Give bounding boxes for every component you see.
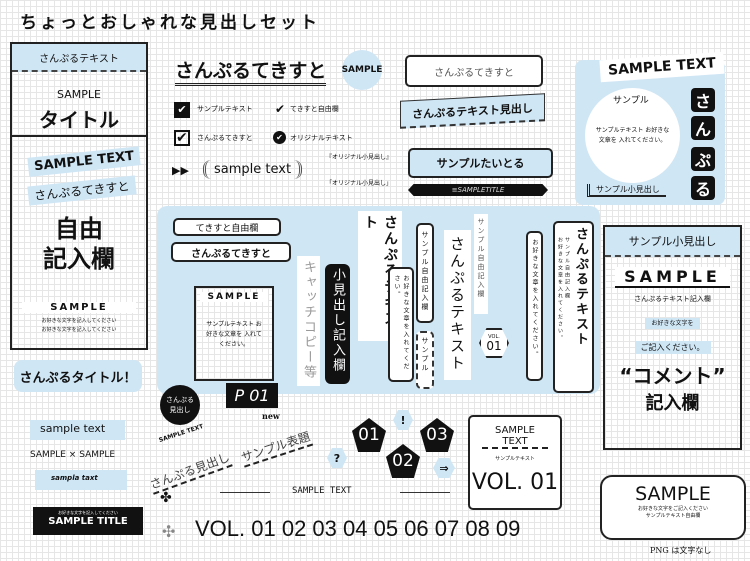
right-card-sample: SAMPLE <box>615 267 730 288</box>
black-circle-label: さんぷる見出し <box>160 385 200 425</box>
vertical-heading: さんぷるテキスト <box>444 230 471 380</box>
left-card-footer-sample: SAMPLE <box>22 302 136 313</box>
hanging-title: サンプルたいとる <box>408 148 553 178</box>
vertical-card-sub: サンプル自由記入欄 <box>564 237 570 300</box>
vertical-free: サンプル自由記入欄 <box>416 223 434 323</box>
comment-label: “コメント” <box>619 364 726 388</box>
sample-card: SAMPLE サンプルテキスト お好きな文章を 入れてください。 <box>194 286 274 381</box>
left-card: さんぷるテキスト SAMPLE タイトル SAMPLE TEXT さんぷるてきす… <box>10 42 148 350</box>
left-card-sample: SAMPLE <box>57 88 101 101</box>
exclamation-icon: ! <box>393 410 413 430</box>
p01-book: P 01 <box>226 383 278 408</box>
right-panel-sample: サンプル <box>613 96 649 106</box>
check-circle-icon: ✔ <box>273 131 286 144</box>
vol-card-title: SAMPLE TEXT <box>482 425 548 449</box>
page-title: ちょっとおしゃれな見出しセット <box>20 13 320 33</box>
sign-sample: SAMPLE <box>635 483 711 505</box>
highlight-text: お好きな文字を <box>645 318 700 329</box>
bubble-label: さんぷるてきすと <box>171 242 291 262</box>
sample-x-sample: SAMPLE × SAMPLE <box>30 450 116 460</box>
vol-small: VOL. <box>488 334 500 340</box>
bubble-label: てきすと自由欄 <box>173 218 281 236</box>
vertical-card: さんぷるテキスト サンプル自由記入欄 お好きな文章を入れてください。 <box>553 221 594 393</box>
left-card-footer-line: お好きな文字を記入してください <box>41 318 117 324</box>
left-card-footer-line: お好きな文字を記入してください <box>41 327 117 333</box>
right-panel-sub: サンプル小見出し <box>587 184 666 197</box>
check-icon: ✔ <box>275 102 286 116</box>
clover-outline-icon: ✣ <box>162 522 176 541</box>
char-tile: ん <box>691 116 715 140</box>
left-card-header: さんぷるテキスト <box>12 44 146 72</box>
left-card-sub: さんぷるてきすと <box>27 175 137 206</box>
arrows-icon: ▶▶ <box>172 164 189 177</box>
right-panel: SAMPLE TEXT サンプル サンプルテキスト お好きな文章を 入れてくださ… <box>575 51 725 205</box>
sign-line: お好きな文字をご記入ください <box>637 506 708 512</box>
sample-title-small: お好きな文字を記入してください <box>58 510 118 515</box>
checkbox-icon: ✔ <box>174 130 190 146</box>
vertical-free: サンプル自由記入欄 <box>474 214 488 314</box>
sample-text-band: sample text <box>30 420 125 440</box>
new-label: new <box>262 411 280 421</box>
check-label: オリジナルテキスト <box>290 134 353 142</box>
note: PNG は文字なし <box>650 546 712 555</box>
arrow-icon: ⇒ <box>433 458 455 478</box>
left-card-free: 自由 <box>55 215 103 243</box>
right-panel-circle <box>585 88 680 183</box>
vol-card-number: VOL. 01 <box>471 470 559 495</box>
clover-icon: ✤ <box>160 490 172 506</box>
divider <box>400 492 450 493</box>
right-card-header: サンプル小見出し <box>605 227 740 257</box>
blue-band: てきすと自由欄 さんぷるてきすと SAMPLE サンプルテキスト お好きな文章を… <box>157 206 600 394</box>
vol-card: SAMPLE TEXT サンプルテキスト VOL. 01 <box>468 415 562 510</box>
right-card: サンプル小見出し SAMPLE さんぷるテキスト記入欄 お好きな文字を ご記入く… <box>603 225 742 450</box>
left-card-title: タイトル <box>12 104 146 137</box>
vertical-tag: サンプル <box>416 331 434 389</box>
divider <box>220 492 270 493</box>
right-card-sub: さんぷるテキスト記入欄 <box>634 295 711 303</box>
vertical-note: お好きな文章を入れてください。 <box>388 267 414 382</box>
right-panel-body: サンプルテキスト お好きな文章を 入れてください。 <box>595 127 670 144</box>
check-label: てきすと自由欄 <box>290 105 339 113</box>
sample-card-body: サンプルテキスト お好きな文章を 入れてください。 <box>206 321 262 348</box>
vertical-card-sub: お好きな文章を入れてください。 <box>557 237 563 342</box>
vol-number: 01 <box>486 339 502 353</box>
sample-text-label: sample text <box>203 160 303 179</box>
sample-title: SAMPLE TITLE <box>48 516 128 527</box>
char-tile: ぷ <box>691 147 715 171</box>
number-series: VOL. 01 02 03 04 05 06 07 08 09 <box>195 516 521 541</box>
left-card-field: 記入欄 <box>43 245 115 273</box>
sample-text-band: sampla taxt <box>35 470 127 490</box>
black-tag: 小見出し記入欄 <box>325 264 350 384</box>
vol-badge: VOL.01 <box>479 328 509 358</box>
sample-badge: SAMPLE <box>342 50 382 90</box>
line-text: SAMPLE TEXT <box>292 486 352 496</box>
highlight-text: ご記入ください。 <box>634 341 711 354</box>
sign-line: サンプルテキスト自由欄 <box>645 513 701 519</box>
pentagon-number: 02 <box>386 444 420 478</box>
left-card-sample-text: SAMPLE TEXT <box>27 146 141 177</box>
center-heading: さんぷるてきすと <box>175 56 327 86</box>
char-tile: さ <box>691 88 715 112</box>
vertical-note: お好きな文章を入れてください。 <box>526 231 543 381</box>
bracket-label: 『オリジナル小見出し』 <box>326 154 393 161</box>
vol-card-sub: サンプルテキスト <box>495 456 535 462</box>
field-label: 記入欄 <box>645 393 700 414</box>
title-badge: さんぷるタイトル！ <box>14 360 142 392</box>
sample-card-title: SAMPLE <box>200 292 268 302</box>
vertical-card-title: さんぷるテキスト <box>573 227 588 347</box>
checkbox-icon: ✔ <box>174 102 190 118</box>
char-tile: る <box>691 176 715 200</box>
sample-title-banner: お好きな文字を記入してください SAMPLE TITLE <box>33 507 143 535</box>
catch-copy: キャッチコピー等 <box>297 256 320 386</box>
question-icon: ? <box>327 448 347 468</box>
check-label: さんぷるてきすと <box>197 134 253 142</box>
hanging-sign: SAMPLE お好きな文字をご記入ください サンプルテキスト自由欄 <box>600 475 746 540</box>
black-title-bar: ≡SAMPLETITLE <box>408 184 548 196</box>
hanging-label: さんぷるてきすと <box>405 55 543 87</box>
bracket-label: 「オリジナル小見出し」 <box>326 180 393 187</box>
check-label: サンプルテキスト <box>197 105 253 113</box>
